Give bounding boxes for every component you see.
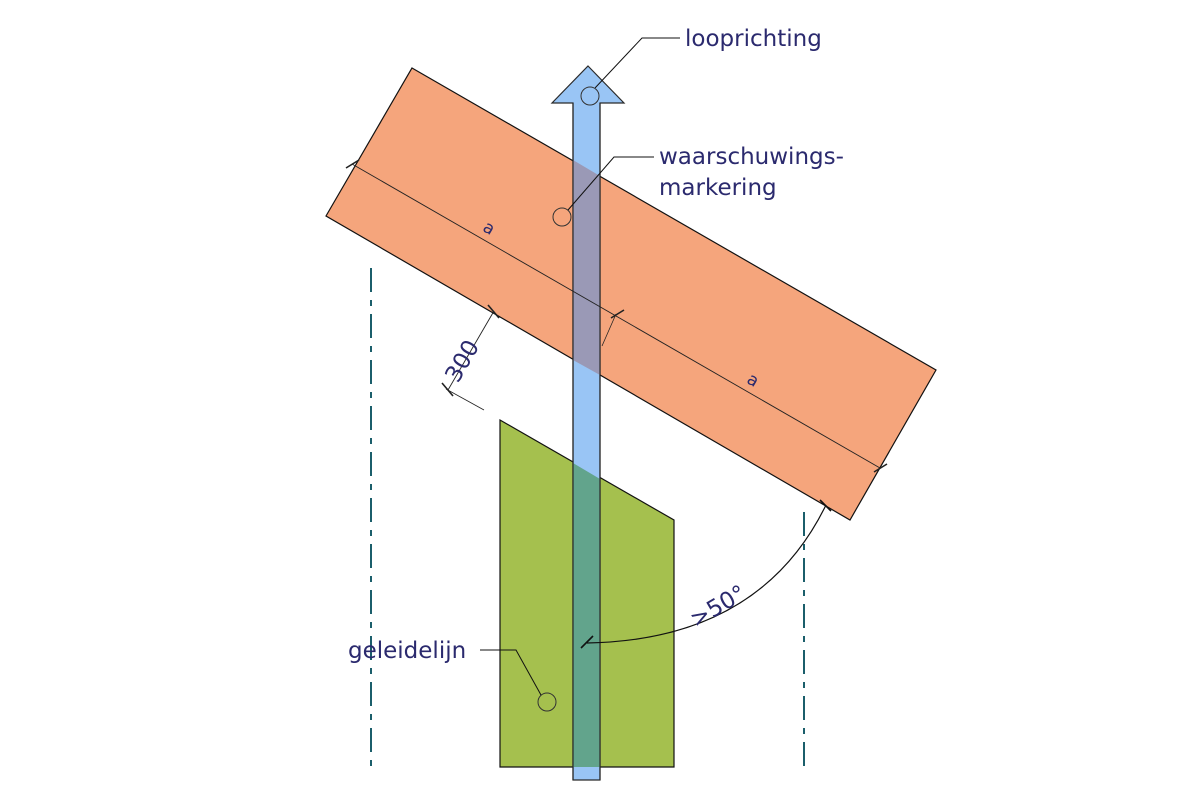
label-warning-marking-line1: waarschuwings- — [659, 144, 844, 170]
warning-marking-leader — [567, 156, 654, 211]
dimension-line-300 — [447, 310, 495, 391]
dimension-extension-center — [601, 313, 617, 347]
angle-tick-arrow — [580, 635, 594, 649]
label-warning-marking-line2: markering — [659, 175, 777, 201]
guide-line-marker-circle — [537, 692, 557, 712]
warning-marking-block — [325, 67, 937, 521]
label-guide-line: geleidelijn — [348, 638, 466, 664]
dimension-line-a — [351, 163, 881, 469]
walking-direction-leader — [594, 37, 680, 89]
dimension-tick-300-top — [487, 304, 500, 319]
dimension-tick-3 — [873, 463, 888, 473]
dimension-tick-1 — [345, 159, 360, 169]
warning-marking-marker-circle — [552, 207, 572, 227]
dimension-extension-300 — [445, 388, 485, 411]
angle-label: >50° — [686, 581, 751, 634]
arrow-overlap-guide — [573, 463, 600, 767]
walking-direction-marker-circle — [580, 86, 600, 106]
label-walking-direction: looprichting — [685, 26, 822, 52]
dimension-tick-2 — [610, 309, 625, 319]
guide-line-leader — [480, 649, 542, 696]
walking-direction-arrow — [550, 65, 626, 781]
dimension-label-300: 300 — [441, 336, 485, 387]
angle-tick-block — [819, 499, 832, 512]
angle-arc — [586, 504, 827, 644]
arrow-overlap-warning — [573, 160, 600, 375]
